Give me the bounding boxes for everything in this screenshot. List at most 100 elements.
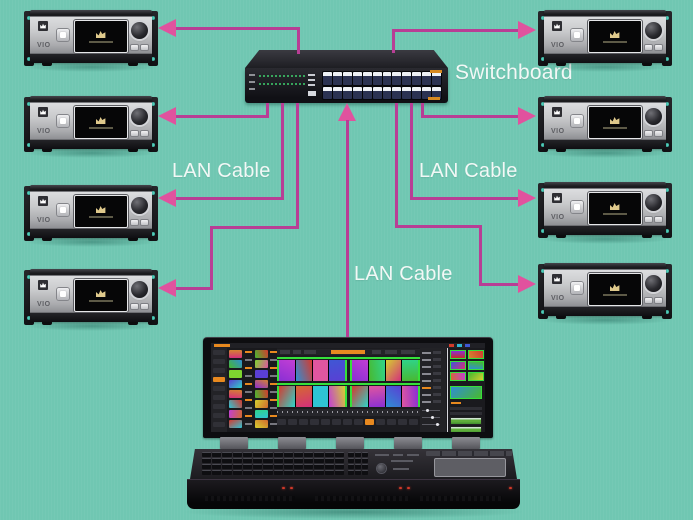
ui-nav-sidebar: [211, 348, 227, 432]
rj45-port: [412, 86, 422, 99]
cluster-key: [348, 458, 354, 463]
screen-logo-icon: [610, 284, 620, 291]
ui-green-divider: [277, 357, 420, 359]
status-led: [259, 83, 261, 85]
status-led: [263, 83, 265, 85]
ui-green-divider: [277, 383, 420, 385]
screen-caption: [89, 41, 113, 43]
keyboard-key: [334, 464, 344, 469]
screw-hole: [665, 188, 669, 192]
rack-ear: [538, 183, 548, 238]
cluster-key: [355, 464, 361, 469]
ui-preview-panel: [350, 360, 420, 381]
screw-hole: [151, 102, 155, 106]
keyboard-key: [273, 452, 283, 457]
chassis-top-rail: [30, 96, 152, 102]
brand-logo-icon: [38, 107, 48, 117]
device-left-4: VIO: [22, 269, 160, 331]
ui-media-thumb: [229, 380, 242, 388]
console-hinge: [220, 437, 248, 449]
device-chassis: VIO: [544, 263, 666, 316]
enter-button: [141, 304, 148, 309]
ui-output-preview: [450, 386, 482, 399]
keyboard-key: [273, 470, 283, 475]
keyboard-key: [314, 452, 324, 457]
rj45-port: [372, 86, 382, 99]
chassis-bottom-rail: [30, 140, 152, 149]
cluster-key: [348, 464, 354, 469]
keyboard-key: [242, 458, 253, 463]
keyboard-key: [263, 458, 273, 463]
menu-button: [131, 131, 138, 136]
ui-slider-handle: [436, 423, 439, 426]
console-power-led: [407, 487, 410, 489]
enter-button: [141, 131, 148, 136]
chassis-foot: [128, 238, 138, 241]
ui-media-caption: [270, 375, 277, 377]
lan-cable-line: [296, 103, 299, 229]
chassis-foot: [642, 316, 652, 319]
ui-property-row: [422, 386, 444, 389]
standby-button: [571, 282, 583, 294]
ui-output-monitor-column: [449, 348, 485, 432]
enter-button: [655, 217, 662, 222]
rj45-port: [422, 72, 432, 85]
rack-ear: [148, 97, 158, 152]
cluster-key: [362, 470, 368, 475]
ui-nav-item: [213, 395, 225, 400]
rj45-port: [342, 72, 352, 85]
brand-logo-icon: [552, 107, 562, 117]
lan-cable-arrowhead-right: [518, 189, 536, 207]
screw-hole: [541, 57, 545, 61]
screen-caption: [603, 213, 627, 215]
keyboard-key: [202, 458, 212, 463]
keyboard-key: [283, 458, 293, 463]
ui-properties-panel: [420, 348, 446, 432]
rack-ear: [148, 270, 158, 325]
rack-ear: [538, 264, 548, 319]
ui-output-row: [450, 407, 482, 410]
model-label: VIO: [37, 301, 51, 308]
ui-media-caption: [245, 383, 252, 385]
keyboard-key: [314, 458, 324, 463]
screw-hole: [27, 275, 31, 279]
ui-clip-button: [288, 419, 297, 425]
keyboard-key: [253, 452, 263, 457]
brand-logo-icon: [552, 21, 562, 31]
screen-logo-icon: [96, 117, 106, 124]
device-front-panel: VIO: [544, 16, 666, 54]
screen-caption: [603, 127, 627, 129]
status-led: [303, 83, 305, 85]
ui-nav-item: [213, 422, 225, 427]
switchboard-label: Switchboard: [455, 61, 573, 84]
status-led: [267, 75, 269, 77]
device-front-panel: VIO: [30, 275, 152, 313]
lan-cable-label-right: LAN Cable: [419, 160, 518, 182]
ui-preview-tile: [295, 360, 312, 381]
device-lcd-screen: [588, 192, 642, 225]
keyboard-key: [212, 458, 222, 463]
keyboard-key: [212, 464, 222, 469]
status-led: [283, 83, 285, 85]
screw-hole: [665, 143, 669, 147]
ui-media-caption: [245, 415, 252, 417]
status-led: [295, 83, 297, 85]
screw-hole: [27, 143, 31, 147]
menu-button: [131, 220, 138, 225]
ui-media-caption: [270, 407, 277, 409]
ui-clip-button: [354, 419, 363, 425]
rack-ear: [538, 97, 548, 152]
ui-property-row: [422, 351, 444, 354]
screw-hole: [665, 102, 669, 106]
ui-preview-tile: [312, 360, 329, 381]
chassis-foot: [128, 322, 138, 325]
menu-button: [131, 45, 138, 50]
switch-led-indicators: [259, 75, 305, 85]
console-function-strip: [426, 451, 512, 456]
enter-button: [655, 45, 662, 50]
status-led: [275, 83, 277, 85]
ui-preview-tile: [368, 360, 385, 381]
rj45-port: [372, 72, 382, 85]
keyboard-key: [314, 470, 324, 475]
screw-hole: [541, 310, 545, 314]
